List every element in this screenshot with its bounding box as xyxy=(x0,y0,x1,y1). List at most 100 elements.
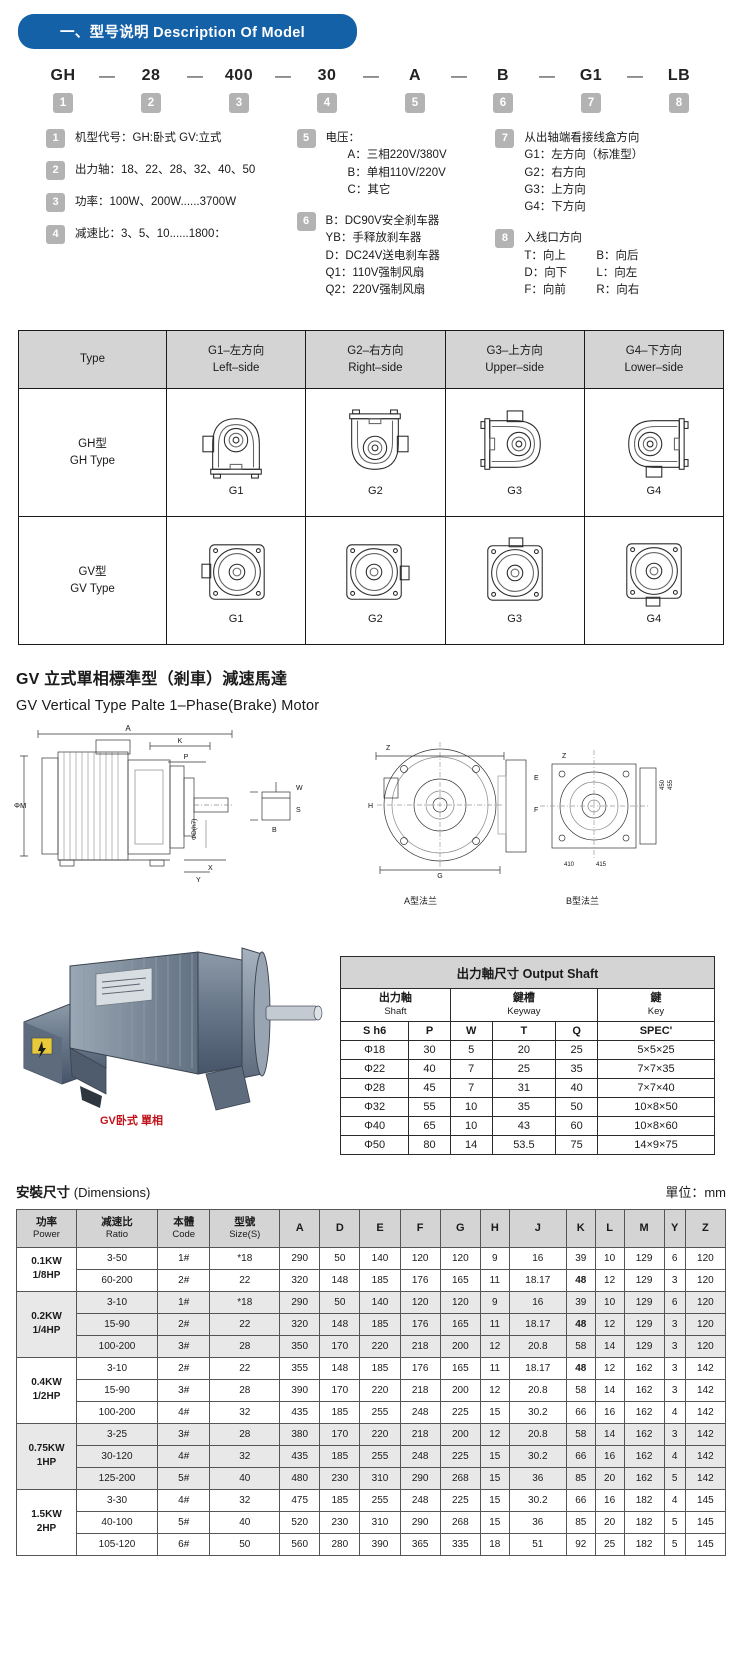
shaft-cell: 30 xyxy=(408,1039,451,1060)
dim-value-cell: 20 xyxy=(594,1510,625,1534)
svg-text:455: 455 xyxy=(668,780,674,791)
dim-value-cell: 85 xyxy=(565,1466,596,1490)
model-segment-badge: 3 xyxy=(229,93,249,113)
model-segment-code: 400 xyxy=(224,67,254,84)
orientation-cell-G4: G4 xyxy=(583,388,725,518)
flange-b-caption: B型法兰 xyxy=(566,896,600,907)
shaft-cell: Φ50 xyxy=(339,1134,410,1155)
shaft-column-5: SPEC' xyxy=(596,1020,716,1041)
shaft-column-2: W xyxy=(449,1020,493,1041)
model-segment-badge: 8 xyxy=(669,93,689,113)
dim-value-cell: 182 xyxy=(623,1510,665,1534)
dim-value-cell: 162 xyxy=(623,1400,665,1424)
dim-value-cell: 15 xyxy=(479,1488,510,1512)
dim-code-cell: 4# xyxy=(156,1400,211,1424)
gearbox-diagram-G2: G2 xyxy=(307,537,443,625)
dim-size-cell: 22 xyxy=(209,1356,281,1380)
power-kw: 0.75KW xyxy=(28,1442,65,1454)
power-hp: 2HP xyxy=(36,1523,57,1535)
dim-value-cell: 165 xyxy=(439,1356,481,1380)
dim-value-cell: 3 xyxy=(663,1268,686,1292)
power-hp: 1HP xyxy=(36,1457,57,1469)
dim-value-cell: 20.8 xyxy=(508,1334,567,1358)
shaft-cell: 40 xyxy=(408,1058,451,1079)
svg-text:F: F xyxy=(534,807,538,814)
dim-ratio-cell: 125-200 xyxy=(76,1466,158,1490)
group-en: Shaft xyxy=(384,1006,407,1017)
dim-value-cell: 50 xyxy=(319,1246,361,1270)
power-kw: 0.4KW xyxy=(31,1376,62,1388)
svg-text:X: X xyxy=(208,865,213,872)
dim-value-cell: 11 xyxy=(479,1356,510,1380)
dim-value-cell: 475 xyxy=(279,1488,321,1512)
dim-value-cell: 14 xyxy=(594,1378,625,1402)
dim-value-cell: 170 xyxy=(319,1378,361,1402)
shaft-cell: 31 xyxy=(491,1077,557,1098)
dim-value-cell: 310 xyxy=(359,1466,401,1490)
dim-value-cell: 120 xyxy=(399,1246,441,1270)
model-segment-8: LB 8 xyxy=(648,67,710,113)
dim-value-cell: 290 xyxy=(399,1510,441,1534)
svg-text:ΦD(h7): ΦD(h7) xyxy=(191,819,198,840)
model-segment-code: B xyxy=(496,67,510,84)
group-cn: 鍵槽 xyxy=(512,992,535,1005)
gearbox-diagram-G3: G3 xyxy=(447,409,583,497)
shaft-cell: 10 xyxy=(449,1096,493,1117)
dim-value-cell: 142 xyxy=(684,1466,727,1490)
dim-value-cell: 129 xyxy=(623,1312,665,1336)
model-separator: — xyxy=(275,68,291,85)
header-en: Upper–side xyxy=(485,361,545,374)
model-segment-code: LB xyxy=(667,67,691,84)
dim-value-cell: 120 xyxy=(439,1246,481,1270)
type-en: GV Type xyxy=(70,582,115,595)
dim-value-cell: 14 xyxy=(594,1334,625,1358)
legend-text: 减速比：3、5、10......1800： xyxy=(75,228,226,240)
dim-ratio-cell: 3-25 xyxy=(76,1422,158,1446)
dim-value-cell: 16 xyxy=(594,1400,625,1424)
header-en: Left–side xyxy=(212,361,260,374)
technical-drawings-area: A K P xyxy=(0,720,742,920)
model-segment-badge: 4 xyxy=(317,93,337,113)
shaft-cell: Φ28 xyxy=(339,1077,410,1098)
dim-value-cell: 176 xyxy=(399,1268,441,1292)
dim-code-cell: 3# xyxy=(156,1378,211,1402)
dim-value-cell: 15 xyxy=(479,1466,510,1490)
dim-value-cell: 92 xyxy=(565,1532,596,1556)
shaft-cell: 50 xyxy=(555,1096,598,1117)
gearbox-diagram-G2: G2 xyxy=(307,409,443,497)
dim-value-cell: 218 xyxy=(399,1378,441,1402)
legend-line: Q1：110V强制风扇 xyxy=(325,266,425,279)
model-segment-badge: 7 xyxy=(581,93,601,113)
diagram-caption: G1 xyxy=(228,612,244,625)
model-separator: — xyxy=(451,68,467,85)
shaft-cell: 7×7×40 xyxy=(596,1077,716,1098)
dim-value-cell: 185 xyxy=(359,1356,401,1380)
dim-value-cell: 6 xyxy=(663,1290,686,1314)
dim-header-en: Ratio xyxy=(105,1229,129,1241)
model-segment-code: A xyxy=(408,67,422,84)
dim-value-cell: 3 xyxy=(663,1422,686,1446)
dim-value-cell: 268 xyxy=(439,1510,481,1534)
flange-a-caption: A型法兰 xyxy=(404,896,438,907)
dim-value-cell: 248 xyxy=(399,1444,441,1468)
dim-value-cell: 435 xyxy=(279,1400,321,1424)
svg-text:Z: Z xyxy=(386,745,391,752)
shaft-cell: 10 xyxy=(449,1115,493,1136)
dim-code-cell: 2# xyxy=(156,1312,211,1336)
dim-size-cell: 28 xyxy=(209,1422,281,1446)
svg-text:H: H xyxy=(368,803,373,810)
